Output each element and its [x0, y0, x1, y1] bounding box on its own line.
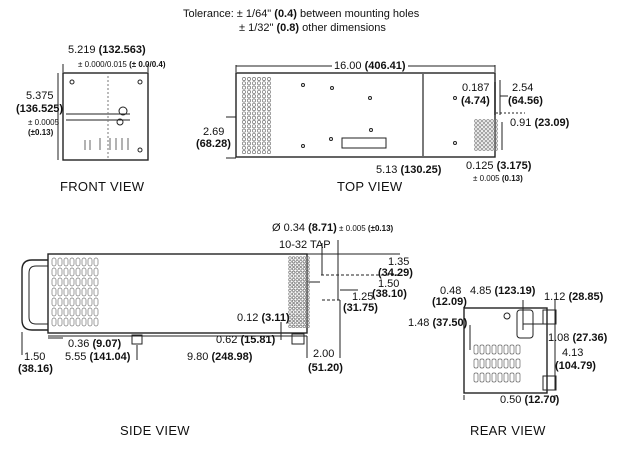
rear-view-outline: [463, 300, 557, 400]
top-0187-in: 0.187: [462, 82, 490, 94]
front-width-dim: 5.219 (132.563): [68, 44, 146, 56]
rear-048-in: 0.48: [440, 285, 462, 297]
side-hole-dim: Ø 0.34 (8.71) ± 0.005 (±0.13): [272, 222, 394, 234]
side-036-dim: 0.36 (9.07): [68, 338, 122, 350]
tolerance-line-2: ± 1/32" (0.8) other dimensions: [239, 22, 386, 34]
rear-413-mm: (104.79): [555, 360, 596, 372]
side-tap-label: 10-32 TAP: [279, 239, 331, 251]
front-height-in: 5.375: [26, 90, 54, 102]
rear-050-dim: 0.50 (12.70): [500, 394, 560, 406]
top-091-dim: 0.91 (23.09): [510, 117, 570, 129]
side-view-right-vent-grill: [288, 256, 310, 329]
side-200-mm: (51.20): [308, 362, 343, 374]
side-view-left-vent-slots: [51, 257, 99, 327]
front-width-tolerance: ± 0.000/0.015 (± 0.0/0.4): [78, 60, 166, 69]
front-view-outline: [57, 64, 149, 161]
top-0125-tolerance: ± 0.005 (0.13): [473, 174, 523, 183]
rear-048-mm: (12.09): [432, 296, 467, 308]
side-062-dim: 0.62 (15.81): [216, 334, 276, 346]
rear-108-dim: 1.08 (27.36): [548, 332, 608, 344]
side-125-in: 1.25: [352, 291, 374, 303]
top-view-left-vent-grill: [242, 77, 271, 155]
side-980-dim: 9.80 (248.98): [187, 351, 253, 363]
rear-148-dim: 1.48 (37.50): [408, 317, 468, 329]
side-200-in: 2.00: [313, 348, 335, 360]
top-view-outline: [226, 65, 525, 159]
top-view-title: TOP VIEW: [337, 179, 403, 194]
rear-view-title: REAR VIEW: [470, 423, 546, 438]
side-150b-mm: (38.16): [18, 363, 53, 375]
side-150-mm: (38.10): [372, 288, 407, 300]
side-012-dim: 0.12 (3.11): [237, 312, 290, 324]
side-555-dim: 5.55 (141.04): [65, 351, 131, 363]
front-height-tol-mm: (±0.13): [28, 128, 54, 137]
top-254-in: 2.54: [512, 82, 534, 94]
side-150-in: 1.50: [378, 278, 400, 290]
top-length-dim: 16.00 (406.41): [334, 60, 406, 72]
top-0125-dim: 0.125 (3.175): [466, 160, 532, 172]
rear-485-dim: 4.85 (123.19): [470, 285, 536, 297]
side-view-title: SIDE VIEW: [120, 423, 190, 438]
front-height-mm: (136.525): [16, 103, 64, 115]
side-135-in: 1.35: [388, 256, 410, 268]
side-125-mm: (31.75): [343, 302, 378, 314]
top-254-mm: (64.56): [508, 95, 543, 107]
tolerance-line-1: Tolerance: ± 1/64" (0.4) between mountin…: [183, 8, 420, 20]
top-view-right-vent-grill: [474, 119, 498, 151]
front-view-title: FRONT VIEW: [60, 179, 145, 194]
top-269-mm: (68.28): [196, 138, 231, 150]
side-150b-in: 1.50: [24, 351, 46, 363]
front-height-tol-in: ± 0.0005: [28, 118, 60, 127]
top-513-dim: 5.13 (130.25): [376, 164, 442, 176]
top-0187-mm: (4.74): [461, 95, 490, 107]
rear-view-components: [473, 344, 521, 383]
rear-112-dim: 1.12 (28.85): [544, 291, 604, 303]
rear-413-in: 4.13: [562, 347, 584, 359]
side-135-mm: (34.29): [378, 267, 413, 279]
top-269-in: 2.69: [203, 126, 225, 138]
